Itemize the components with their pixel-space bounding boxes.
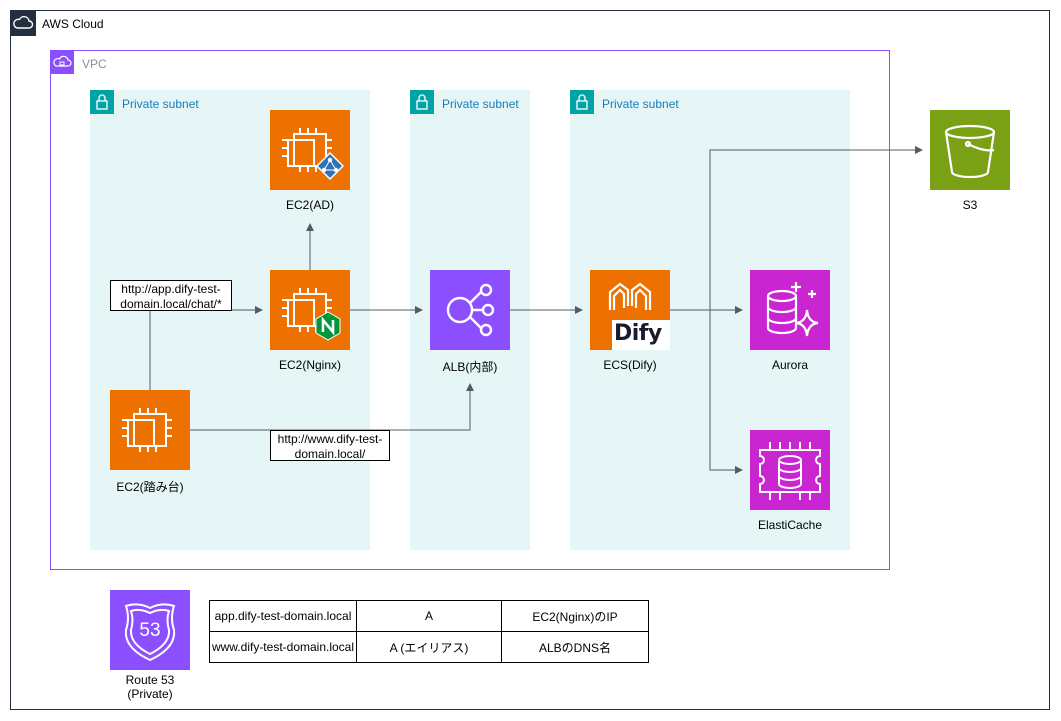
subnet-label: Private subnet: [602, 97, 679, 111]
subnet-label: Private subnet: [442, 97, 519, 111]
aurora-icon: [766, 282, 819, 337]
ec2-icon: [122, 408, 172, 452]
ec2-bastion-node[interactable]: [110, 390, 190, 470]
dns-records-table: app.dify-test-domain.local A EC2(Nginx)の…: [209, 600, 649, 663]
route53-badge-text: 53: [139, 620, 161, 641]
aws-cloud-group: [10, 10, 1050, 710]
record-target-cell: ALBのDNS名: [501, 631, 649, 663]
ec2-nginx-node[interactable]: [270, 270, 350, 350]
record-type-cell: A: [356, 600, 502, 632]
ecs-icon: [608, 282, 652, 310]
directory-service-icon: [315, 151, 345, 181]
record-name-cell: www.dify-test-domain.local: [209, 631, 357, 663]
record-type-cell: A (エイリアス): [356, 631, 502, 663]
www-url-label: http://www.dify-test-domain.local/: [270, 430, 390, 461]
lock-icon: [410, 90, 434, 114]
vpc-icon: [50, 50, 74, 74]
table-row: www.dify-test-domain.local A (エイリアス) ALB…: [209, 631, 649, 663]
aws-cloud-label: AWS Cloud: [42, 17, 104, 31]
ecs-dify-node[interactable]: Dify: [590, 270, 670, 350]
alb-node[interactable]: [430, 270, 510, 350]
aurora-label: Aurora: [771, 358, 809, 372]
s3-node[interactable]: [930, 110, 1010, 190]
edge-ecs-to-elasticache: [709, 310, 743, 474]
record-target-cell: EC2(Nginx)のIP: [501, 600, 649, 632]
ec2-icon: [282, 288, 341, 341]
nginx-icon: [315, 311, 341, 341]
elasticache-label: ElastiCache: [757, 518, 823, 532]
ec2-nginx-label: EC2(Nginx): [278, 358, 341, 372]
aurora-node[interactable]: [750, 270, 830, 350]
ec2-icon: [282, 128, 345, 181]
table-row: app.dify-test-domain.local A EC2(Nginx)の…: [209, 600, 649, 632]
app-url-label: http://app.dify-test-domain.local/chat/*: [110, 280, 232, 311]
lock-icon: [90, 90, 114, 114]
route53-label: Route 53 (Private): [125, 673, 175, 701]
ec2-ad-label: EC2(AD): [285, 198, 334, 212]
ec2-bastion-label: EC2(踏み台): [116, 480, 184, 494]
edge-bastion-to-alb: [190, 383, 474, 431]
dify-logo: Dify: [612, 320, 670, 350]
alb-label: ALB(内部): [442, 360, 498, 374]
dify-logo-text: Dify: [614, 321, 662, 346]
route53-node[interactable]: 53: [110, 590, 190, 670]
record-name-cell: app.dify-test-domain.local: [209, 600, 357, 632]
s3-bucket-icon: [944, 124, 996, 179]
elastic-load-balancer-icon: [446, 283, 495, 337]
elasticache-node[interactable]: [750, 430, 830, 510]
subnet-label: Private subnet: [122, 97, 199, 111]
ec2-ad-node[interactable]: [270, 110, 350, 190]
route53-shield-icon: [124, 603, 176, 662]
s3-label: S3: [962, 198, 978, 212]
vpc-group: [50, 50, 890, 570]
ecs-dify-label: ECS(Dify): [603, 358, 657, 372]
elasticache-icon: [759, 442, 821, 500]
lock-icon: [570, 90, 594, 114]
edge-ecs-to-s3: [709, 146, 923, 310]
vpc-label: VPC: [82, 57, 107, 71]
aws-cloud-icon: [10, 10, 36, 36]
